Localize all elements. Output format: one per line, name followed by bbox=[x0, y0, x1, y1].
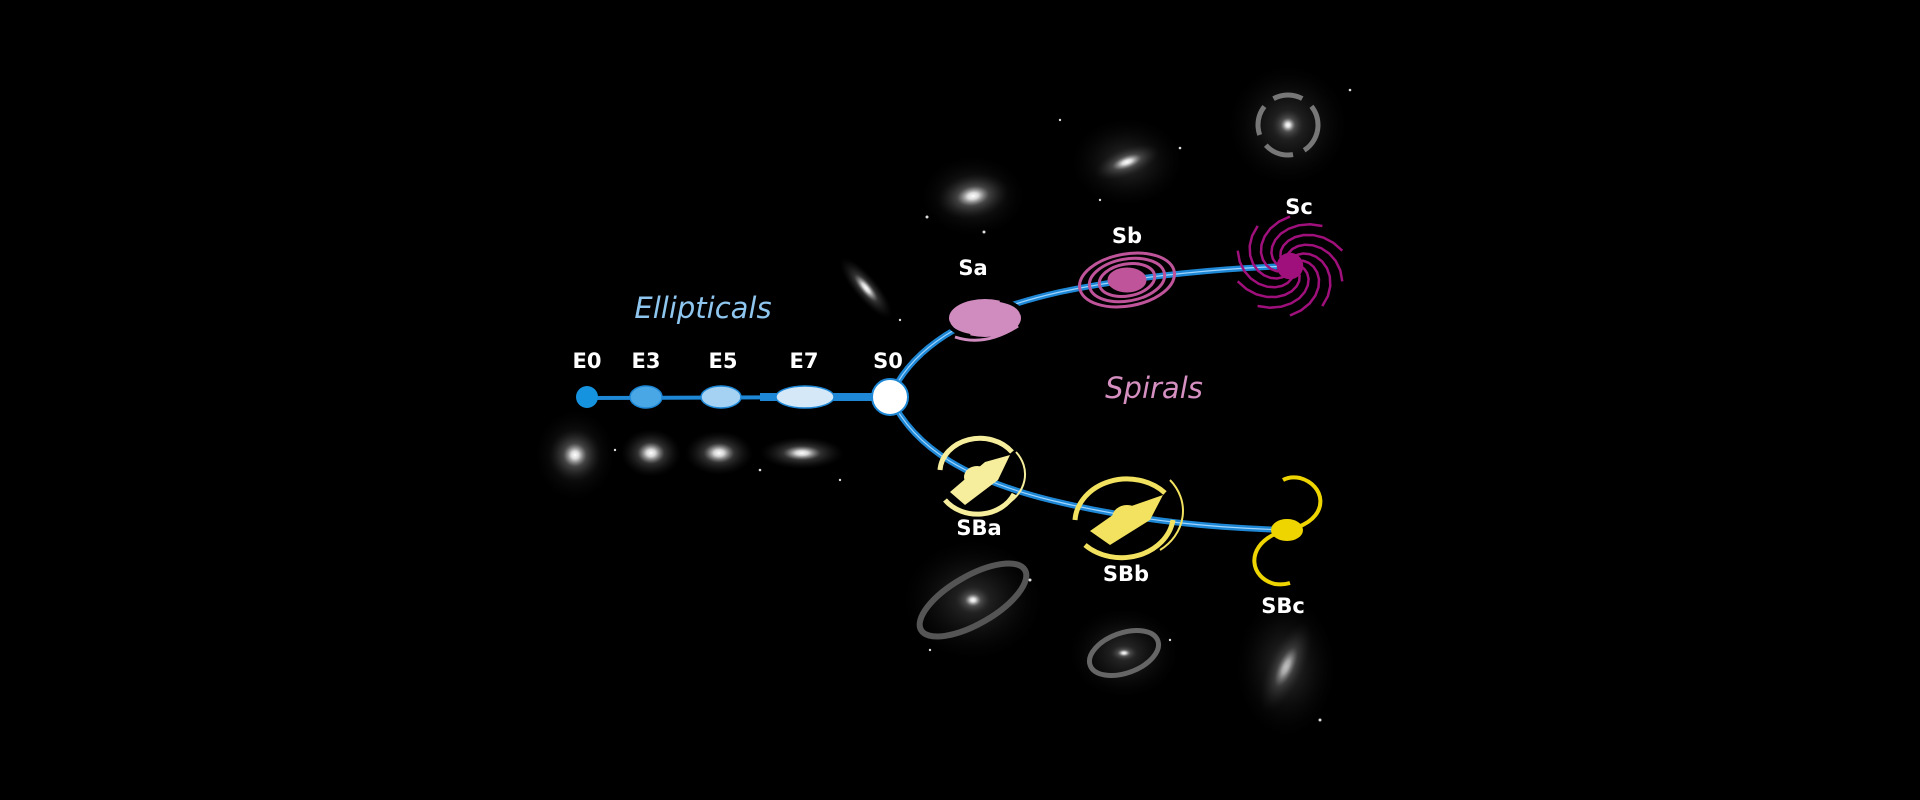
photo-sa bbox=[921, 156, 1025, 236]
shape-sbc bbox=[1252, 475, 1323, 587]
label-sc: Sc bbox=[1285, 195, 1313, 219]
label-sbc: SBc bbox=[1261, 594, 1305, 618]
sc-arm bbox=[1270, 223, 1323, 268]
sc-arm bbox=[1236, 250, 1295, 289]
photo-sba bbox=[903, 540, 1043, 660]
shape-sba bbox=[937, 435, 1026, 517]
photo-e7 bbox=[760, 437, 844, 469]
photo-s0 bbox=[839, 257, 893, 319]
ellipticals-heading: Ellipticals bbox=[634, 291, 771, 325]
shape-s0 bbox=[871, 378, 909, 416]
sc-arm bbox=[1259, 215, 1291, 273]
label-e5: E5 bbox=[709, 349, 738, 373]
sc-arm bbox=[1289, 259, 1321, 317]
photo-sbc bbox=[1236, 597, 1336, 737]
photo-sbb bbox=[1069, 608, 1179, 698]
label-e7: E7 bbox=[790, 349, 819, 373]
sc-arm bbox=[1248, 225, 1288, 280]
shape-e3 bbox=[629, 385, 663, 409]
stars bbox=[613, 88, 1352, 722]
sc-arm bbox=[1292, 252, 1332, 307]
shape-sc bbox=[1236, 215, 1344, 317]
shape-sbb bbox=[1072, 476, 1184, 561]
photo-e5 bbox=[685, 431, 753, 475]
photo-sb bbox=[1071, 118, 1183, 206]
shape-sb bbox=[1078, 251, 1176, 309]
sc-arm bbox=[1279, 233, 1344, 262]
galaxy-photos bbox=[535, 65, 1352, 737]
label-sba: SBa bbox=[956, 516, 1001, 540]
shape-e5 bbox=[700, 385, 742, 409]
shape-e0 bbox=[576, 386, 598, 408]
label-s0: S0 bbox=[873, 349, 903, 373]
photo-e3 bbox=[621, 429, 681, 477]
sc-arm bbox=[1236, 270, 1301, 299]
sc-arm bbox=[1257, 264, 1310, 309]
label-sa: Sa bbox=[958, 256, 987, 280]
sc-arm bbox=[1285, 243, 1344, 282]
shape-sa bbox=[946, 298, 1024, 342]
spirals-heading: Spirals bbox=[1105, 371, 1203, 405]
barred-spiral-branch bbox=[887, 395, 1288, 533]
photo-sc bbox=[1228, 65, 1348, 185]
label-e3: E3 bbox=[632, 349, 661, 373]
label-sb: Sb bbox=[1112, 224, 1142, 248]
shape-e7 bbox=[775, 385, 835, 409]
label-e0: E0 bbox=[573, 349, 602, 373]
label-sbb: SBb bbox=[1103, 562, 1149, 586]
photo-e0 bbox=[535, 410, 615, 500]
